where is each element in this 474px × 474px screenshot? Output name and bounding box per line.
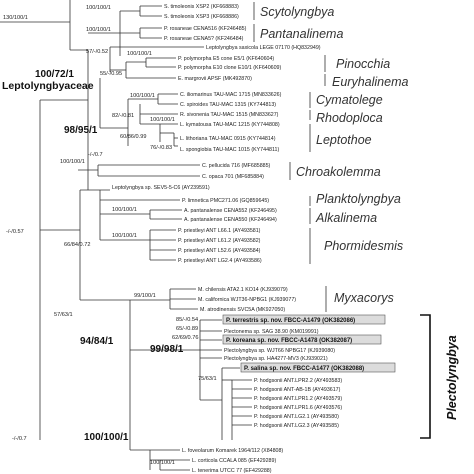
genus-label: Alkalinema — [315, 211, 377, 225]
tip-label: L. lithoriana TAU-MAC 0915 (KY744814) — [180, 136, 276, 142]
tip-label: A. pantanalense CENA550 (KF246494) — [184, 217, 277, 223]
genus-label-focal: Plectolyngbya — [445, 335, 459, 420]
tip-label: P. hodgsonii ANT.LG2.1 (AY493580) — [254, 414, 339, 420]
clade-outgroup: 100/100/1 L. foveolarum Komarek 1964/112… — [12, 400, 283, 474]
tip-label: P. rosaneae CENA5? (KF246484) — [164, 36, 244, 42]
backbone-lower: -/-/0.57 Leptolyngbya sp. SEV5-5-C6 (AY2… — [6, 99, 210, 440]
tip-label: Plectolyngbya sp. HA4277-MV3 (KJ939021) — [224, 356, 328, 362]
support-label: -/-/0.57 — [6, 229, 24, 235]
genus-label: Pinocchia — [336, 57, 390, 71]
support-label: 100/100/1 — [127, 51, 152, 57]
tip-label: S. timoleonis XSP2 (KF668883) — [164, 4, 239, 10]
bold-support-label: 94/84/1 — [80, 336, 114, 347]
genus-label: Euryhalinema — [332, 75, 408, 89]
tip-label: Plectolyngbya sp. WJT66 NPBG17 (KJ939080… — [224, 348, 335, 354]
support-label: 82/-/0.81 — [112, 113, 134, 119]
support-label: 100/100/1 — [130, 93, 155, 99]
support-label: 100/100/1 — [86, 5, 111, 11]
tip-label: M. atrodinensis SVC5A (MK927050) — [200, 307, 285, 313]
genus-label: Planktolyngbya — [316, 192, 401, 206]
support-label: 76/-/0.83 — [150, 145, 172, 151]
bold-support-label: 100/72/1 — [35, 69, 74, 80]
tip-label: Plectonema sp. SAG 38.90 (KM019991) — [224, 329, 319, 335]
clade-phormidesmis: 100/100/1 P. priestleyi ANT L66.1 (AY493… — [100, 228, 403, 264]
top-support-label: 130/100/1 — [3, 15, 28, 21]
tip-label: L. kymatousa TAU-MAC 1215 (KY744808) — [180, 122, 280, 128]
support-label: 66/84/0.72 — [64, 242, 90, 248]
genus-label: Phormidesmis — [324, 239, 403, 253]
tip-label: P. polymorpha E10 clone E10/1 (KF640609) — [178, 65, 281, 71]
tip-label-highlighted: P. koreana sp. nov. FBCC-A1478 (OK382087… — [226, 338, 352, 344]
support-label: -/-/0.7 — [12, 436, 27, 442]
clade-pinocchia: Leptolyngbya saxicola LEGE 07170 (HQ8329… — [86, 45, 408, 89]
tip-label: L. spongiobia TAU-MAC 1015 (KY744811) — [180, 147, 279, 153]
clade-scytolyngbya: 100/100/1 S. timoleonis XSP2 (KF668883) … — [86, 2, 334, 20]
tip-label-highlighted: P. terrestris sp. nov. FBCC-A1479 (OK382… — [226, 318, 355, 324]
tip-label: M. chilensis ATA2.1 KO14 (KJ939079) — [198, 287, 288, 293]
bold-support-label: 99/98/1 — [150, 344, 184, 355]
tip-label: P. hodgsonii ANT.LPR1.2 (AY493579) — [254, 396, 342, 402]
clade-plectolyngbya: 94/84/1 99/98/1 85/-/0.54 P. terrestris … — [80, 314, 459, 440]
clade-chroakolemma: -/-/0.7 100/100/1 C. pellucida 716 (MF68… — [60, 152, 381, 180]
support-label: 100/100/1 — [112, 207, 137, 213]
tip-label: P. priestleyi ANT L61.2 (AY493582) — [178, 238, 261, 244]
bold-support-label: 98/95/1 — [64, 125, 98, 136]
tip-label: R. sivonenia TAU-MAC 1515 (MN833627) — [180, 112, 279, 118]
bold-support-label: 100/100/1 — [84, 432, 129, 443]
support-label: 100/100/1 — [150, 460, 175, 466]
support-label: 100/100/1 — [112, 233, 137, 239]
genus-label: Pantanalinema — [260, 27, 343, 41]
support-label: 57/63/1 — [54, 312, 73, 318]
tip-label: Leptolyngbya sp. SEV5-5-C6 (AY239591) — [112, 185, 210, 191]
support-label: 62/69/0.76 — [172, 335, 198, 341]
support-label: 100/100/1 — [86, 27, 111, 33]
tip-label: C. pellucida 716 (MF685885) — [202, 163, 271, 169]
support-label: 75/63/1 — [198, 376, 217, 382]
clade-cymatolege: 98/95/1 100/100/1 C. iliomarinus TAU-MAC… — [64, 50, 383, 190]
support-label: -/-/0.7 — [88, 152, 103, 158]
tip-label: P. priestleyi ANT L66.1 (AY493581) — [178, 228, 261, 234]
support-label: 85/-/0.54 — [176, 317, 198, 323]
clade-alkalinema: P. limnetica PMC271.06 (GQ859645) 100/10… — [100, 192, 401, 225]
tip-label: C. iliomarinus TAU-MAC 1715 (MN833626) — [180, 92, 282, 98]
genus-label: Leptothoe — [316, 133, 372, 147]
tip-label: S. timoleonis XSP3 (KF668886) — [164, 14, 239, 20]
support-label: 99/100/1 — [134, 293, 156, 299]
clade-pantanalinema: 100/100/1 P. rosaneae CENA516 (KF246485)… — [86, 11, 343, 56]
tip-label: M. californica WJT36-NPBG1 (KJ939077) — [198, 297, 296, 303]
family-label: Leptolyngbyaceae — [2, 80, 94, 92]
tip-label: L. corticola CCALA 085 (EF429289) — [192, 458, 276, 464]
genus-label: Cymatolege — [316, 93, 383, 107]
tip-label: L. foveolarum Komarek 1964/112 (X84808) — [182, 448, 283, 454]
support-label: 65/-/0.89 — [176, 326, 198, 332]
tip-label: L. tenerima UTCC 77 (EF429288) — [192, 468, 272, 474]
support-label: 100/100/1 — [60, 159, 85, 165]
genus-label: Rhodoploca — [316, 111, 383, 125]
tip-label: C. spiroides TAU-MAC 1315 (KY744813) — [180, 102, 276, 108]
genus-label: Scytolyngbya — [260, 5, 334, 19]
genus-label: Myxacorys — [334, 291, 394, 305]
support-label: 57/-/0.52 — [86, 49, 108, 55]
tip-label: E. margrovii APSF (MK492870) — [178, 76, 252, 82]
tip-label: P. priestleyi ANT L52.6 (AY493584) — [178, 248, 261, 254]
support-label: 55/-/0.95 — [100, 71, 122, 77]
root-region: 130/100/1 100/72/1 Leptolyngbyaceae — [0, 0, 94, 92]
tip-label: P. polymorpha E5 cone E5/1 (KF640604) — [178, 56, 274, 62]
tip-label: C. opaca 701 (MF685884) — [202, 174, 264, 180]
support-label: 60/86/0.99 — [120, 134, 146, 140]
tip-label: P. hodgsonii ANT.LPR2.2 (AY493583) — [254, 378, 342, 384]
tip-label-highlighted: P. salina sp. nov. FBCC-A1477 (OK382088) — [244, 366, 364, 372]
tip-label: P. hodgsonii ANT.LG2.3 (AY493585) — [254, 423, 339, 429]
clade-myxacorys: 57/63/1 99/100/1 M. chilensis ATA2.1 KO1… — [54, 286, 394, 400]
tip-label: A. pantanalense CENA552 (KF246495) — [184, 208, 277, 214]
support-label: 100/100/1 — [150, 117, 175, 123]
tip-label: P. limnetica PMC271.06 (GQ859645) — [182, 198, 269, 204]
tip-label: P. hodgsonii ANT-AB-1B (AY493617) — [254, 387, 341, 393]
tip-label: Leptolyngbya saxicola LEGE 07170 (HQ8329… — [206, 45, 321, 51]
tip-label: P. hodgsonii ANT.LPR1.6 (AY493576) — [254, 405, 342, 411]
tip-label: P. rosaneae CENA516 (KF246485) — [164, 26, 247, 32]
tip-label: P. priestleyi ANT LG2.4 (AY493586) — [178, 258, 262, 264]
genus-label: Chroakolemma — [296, 165, 381, 179]
